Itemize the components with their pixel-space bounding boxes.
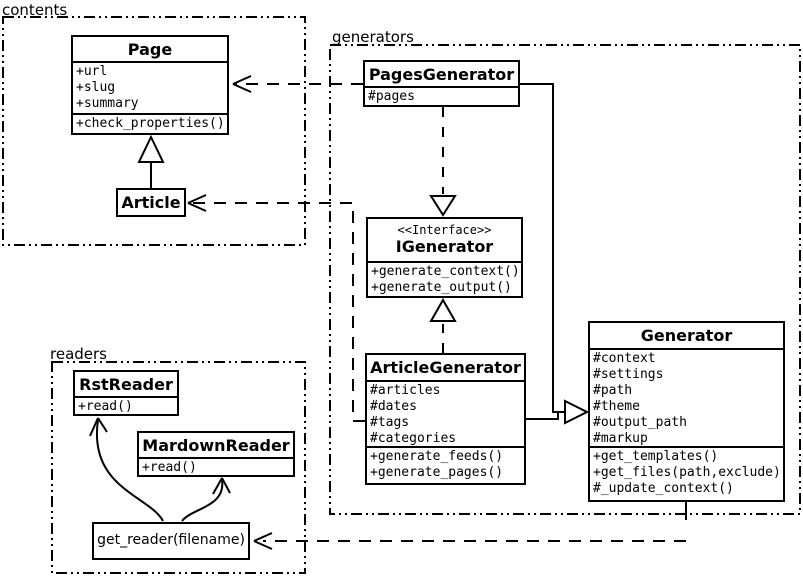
contents-package-border	[2, 16, 306, 246]
interface-igenerator-name: IGenerator	[395, 237, 494, 256]
dependency-arrow-articlegenerator-to-article	[187, 194, 365, 422]
curve-arrow-getreader-to-mardownreader	[181, 477, 231, 522]
method-line: +get_files(path,exclude)	[593, 465, 781, 480]
method-line: +get_templates()	[593, 449, 719, 464]
class-page-attributes: +url +slug +summary	[73, 61, 227, 113]
contents-package-label: contents	[2, 1, 68, 19]
attribute-line: #context	[593, 351, 656, 366]
class-generator-attributes: #context #settings #path #theme #output_…	[590, 348, 783, 446]
class-pagesgenerator: PagesGenerator #pages	[363, 60, 520, 107]
realization-pagesgenerator-to-igenerator	[429, 107, 457, 217]
method-line: +generate_pages()	[370, 465, 504, 480]
class-articlegenerator-name: ArticleGenerator	[370, 358, 521, 377]
class-generator-methods: +get_templates() +get_files(path,exclude…	[590, 446, 783, 500]
attribute-line: #theme	[593, 399, 640, 414]
function-box-get-reader-label: get_reader(filename)	[97, 532, 245, 548]
attribute-line: +slug	[76, 80, 116, 95]
class-article-name: Article	[121, 193, 181, 212]
realization-articlegenerator-to-igenerator	[429, 297, 457, 353]
dependency-arrow-generator-to-getreader	[253, 502, 687, 550]
method-line: +read()	[142, 460, 197, 475]
readers-package-border	[51, 361, 306, 574]
attribute-line: +url	[76, 64, 108, 79]
method-line: +generate_output()	[371, 280, 512, 295]
class-rstreader-methods: +read()	[75, 396, 177, 414]
attribute-line: #path	[593, 383, 633, 398]
inheritance-article-to-page	[137, 134, 165, 188]
generators-package-border	[329, 44, 801, 515]
class-mardownreader-methods: +read()	[139, 457, 293, 475]
interface-igenerator-header: <<Interface>> IGenerator	[368, 219, 521, 261]
attribute-line: #tags	[370, 415, 410, 430]
class-generator-name: Generator	[640, 326, 733, 345]
generators-package-label: generators	[332, 28, 414, 46]
inheritance-articlegenerator-to-generator	[526, 399, 590, 425]
function-box-get-reader: get_reader(filename)	[92, 522, 250, 560]
class-rstreader: RstReader +read()	[73, 370, 179, 416]
class-page: Page +url +slug +summary +check_properti…	[71, 35, 229, 135]
attribute-line: #markup	[593, 431, 648, 446]
attribute-line: +summary	[76, 96, 139, 111]
interface-igenerator-methods: +generate_context() +generate_output()	[368, 261, 521, 296]
class-page-name: Page	[127, 40, 173, 59]
interface-stereotype: <<Interface>>	[397, 223, 492, 237]
class-rstreader-name: RstReader	[79, 375, 173, 394]
class-page-methods: +check_properties()	[73, 113, 227, 133]
class-articlegenerator-attributes: #articles #dates #tags #categories	[367, 380, 524, 446]
method-line: #_update_context()	[593, 481, 734, 496]
attribute-line: #dates	[370, 399, 417, 414]
class-mardownreader-name: MardownReader	[142, 436, 290, 455]
attribute-line: #categories	[370, 431, 457, 446]
method-line: +check_properties()	[76, 116, 225, 131]
class-pagesgenerator-name: PagesGenerator	[368, 65, 515, 84]
class-mardownreader: MardownReader +read()	[137, 431, 295, 477]
class-generator: Generator #context #settings #path #them…	[588, 321, 785, 502]
curve-arrow-getreader-to-rstreader	[89, 417, 164, 522]
readers-package-label: readers	[50, 345, 107, 363]
attribute-line: #pages	[368, 89, 415, 104]
method-line: +generate_feeds()	[370, 449, 504, 464]
class-articlegenerator: ArticleGenerator #articles #dates #tags …	[365, 353, 526, 485]
interface-igenerator: <<Interface>> IGenerator +generate_conte…	[366, 217, 523, 298]
attribute-line: #output_path	[593, 415, 687, 430]
method-line: +generate_context()	[371, 264, 520, 279]
method-line: +read()	[78, 399, 133, 414]
class-pagesgenerator-attributes: #pages	[365, 86, 518, 105]
class-articlegenerator-methods: +generate_feeds() +generate_pages()	[367, 446, 524, 483]
attribute-line: #settings	[593, 367, 664, 382]
class-article: Article	[116, 188, 186, 217]
dependency-arrow-pagesgenerator-to-page	[232, 75, 363, 93]
attribute-line: #articles	[370, 383, 441, 398]
